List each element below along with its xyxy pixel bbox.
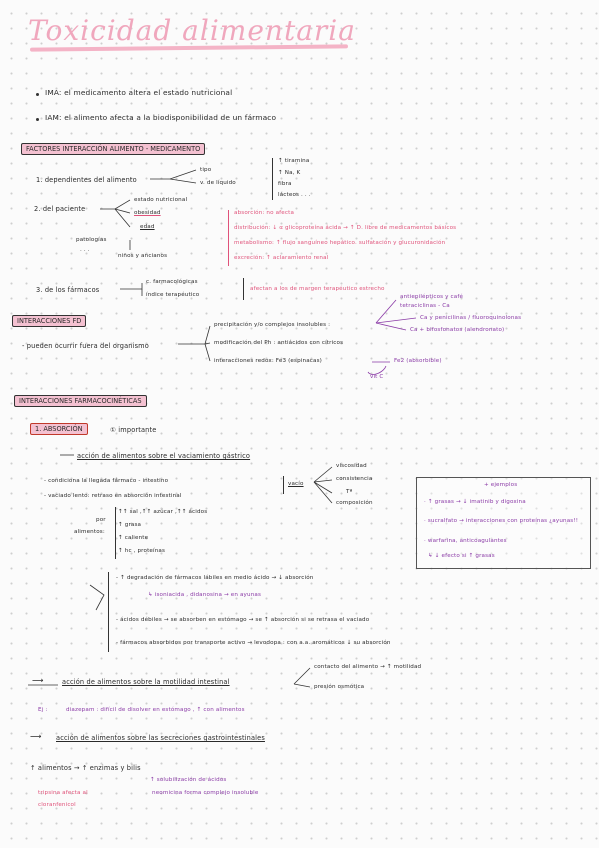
tipo-label: tipo — [200, 167, 212, 173]
importante: ① importante — [110, 426, 157, 434]
ima-definition: IMA: el medicamento altera el estado nut… — [45, 88, 233, 97]
dep-paciente: 2. del paciente — [34, 205, 86, 213]
vaciado-lento: - vaciado lento: retraso en absorción in… — [44, 493, 182, 499]
tetraciclinas: tetraciclinas - Ca — [400, 303, 450, 309]
fd-header: INTERACCIONES FD — [12, 315, 87, 327]
indice-terapeutico: índice terapéutico — [146, 292, 200, 298]
ej-label: Ej : — [38, 707, 48, 713]
bracket-vacio — [283, 476, 284, 494]
factores-header: FACTORES INTERACCIÓN ALIMENTO - MEDICAME… — [21, 143, 206, 155]
dep-alimento: 1. dependientes del alimento — [36, 176, 137, 184]
degradacion: - ↑ degradación de fármacos lábiles en m… — [116, 575, 314, 581]
ejemplo-efecto: ↳ ↓ efecto si ↑ grasas — [428, 553, 495, 559]
obesidad: obesidad — [134, 210, 161, 216]
edad: edad — [140, 224, 155, 230]
lacteos: lácteos . . . — [278, 192, 311, 198]
composicion: composición — [336, 500, 373, 506]
bracket-obesidad — [228, 210, 229, 266]
distribucion-obesidad: distribución: ↓ α glicoproteína ácida → … — [234, 225, 457, 231]
hc-proteinas: ↑ hc , proteínas — [118, 548, 166, 554]
arrow-secreciones: ⟶ — [30, 732, 42, 741]
presion-osmotica: presión osmótica — [314, 684, 365, 690]
consistencia: consistencia — [336, 476, 373, 482]
ca-penicilinas: Ca y penicilinas / fluoroquinolonas — [420, 315, 522, 321]
precipitacion: precipitación y/o complejos insolubles : — [214, 322, 331, 328]
estado-nutricional: estado nutricional — [134, 197, 188, 203]
page-title: Toxicidad alimentaria — [28, 14, 356, 47]
fibra: fibra — [278, 181, 292, 187]
absorcion-header: 1. ABSORCIÓN — [30, 423, 88, 435]
por-label: por — [96, 517, 106, 523]
bracket-alimentos — [115, 507, 116, 559]
viscosidad: viscosidad — [336, 463, 367, 469]
metabolismo-obesidad: metabolismo: ↑ flujo sanguíneo hepático.… — [234, 240, 446, 246]
bracket-farmacos — [243, 278, 244, 300]
neomicina: neomicina forma complejo insoluble — [152, 790, 259, 796]
dep-farmacos: 3. de los fármacos — [36, 286, 100, 294]
modificacion-ph: modificación del Ph : antiácidos con cít… — [214, 340, 344, 346]
transporte-activo: - fármacos absorbidos por transporte act… — [116, 640, 391, 646]
absorcion-obesidad: absorción: no afecta — [234, 210, 295, 216]
accion-motilidad: acción de alimentos sobre la motilidad i… — [62, 678, 230, 686]
ejemplo-sucralfato: · sucralfato → interacciones con proteín… — [424, 518, 579, 524]
alimentos-label: alimentos: — [74, 529, 105, 535]
bullet-ima — [36, 93, 39, 96]
solubilizacion: ↑ solubilización de ácidos — [150, 777, 227, 783]
afectan-margen: afectan a los de margen terapéutico estr… — [250, 286, 385, 292]
fc-header: INTERACCIONES FARMACOCINÉTICAS — [14, 395, 147, 407]
accion-secreciones: acción de alimentos sobre las secrecione… — [56, 734, 265, 742]
tripsina: tripsina afecta al cloranfenicol — [38, 790, 88, 808]
temperatura: Tª — [346, 489, 353, 495]
interacciones-redox: interacciones redox: Fe3 (espinacas) — [214, 358, 322, 364]
bracket-efectos — [108, 572, 109, 652]
sal-azucar: ↑↑ sal ,↑↑ azúcar ,↑↑ ácidos — [118, 509, 208, 515]
acidos-debiles: - ácidos débiles → se absorben en estóma… — [116, 617, 370, 623]
bullet-iam — [36, 118, 39, 121]
contacto-alimento: contacto del alimento → ↑ motilidad — [314, 664, 422, 670]
patologias: patologías — [76, 237, 107, 243]
ejemplo-grasas: · ↑ grasas → ↓ imatinib y digoxina — [424, 499, 526, 505]
grasa: ↑ grasa — [118, 522, 142, 528]
diazepam: diazepam : difícil de disolver en estóma… — [66, 707, 245, 713]
c-farmacologicas: c. farmacológicas — [146, 279, 198, 285]
caliente: ↑ caliente — [118, 535, 149, 541]
ca-bifosfonatos: Ca + bifosfonatos (alendronato) — [410, 327, 505, 333]
fe2-absorbible: Fe2 (absorbible) — [394, 358, 442, 364]
ejemplos-title: + ejemplos — [484, 482, 518, 488]
antiepilepticos: antiepilépticos y café — [400, 294, 464, 300]
ninos-ancianos: niños y ancianos — [118, 253, 168, 259]
vacio-label: vacío — [288, 481, 304, 487]
alimentos-enzimas: ↑ alimentos → ↑ enzimas y bilis — [30, 764, 141, 772]
iam-definition: IAM: el alimento afecta a la biodisponib… — [45, 113, 277, 122]
bracket-alimento — [272, 158, 273, 200]
pueden-ocurrir: - pueden ocurrir fuera del organismo — [22, 342, 149, 350]
isoniacida: ↳ isoniacida , didanosina → en ayunas — [148, 592, 262, 598]
na-k: ↑ Na, K — [278, 170, 301, 176]
excrecion-obesidad: excreción: ↑ aclaramiento renal — [234, 255, 329, 261]
dots-more: . . . — [80, 247, 90, 253]
v-liquido-label: v. de líquido — [200, 180, 236, 186]
arrow-motilidad: ⟶ — [32, 676, 44, 685]
tiramina: ↑ tiramina — [278, 158, 310, 164]
ejemplos-box — [416, 477, 591, 569]
vit-c: vit C — [370, 374, 384, 380]
accion-vaciamiento: acción de alimentos sobre el vaciamiento… — [77, 452, 251, 460]
ejemplo-warfarina: · warfarina, anticoagulantes — [424, 538, 507, 544]
condiciona: - condiciona la llegada fármaco - intest… — [44, 478, 169, 484]
